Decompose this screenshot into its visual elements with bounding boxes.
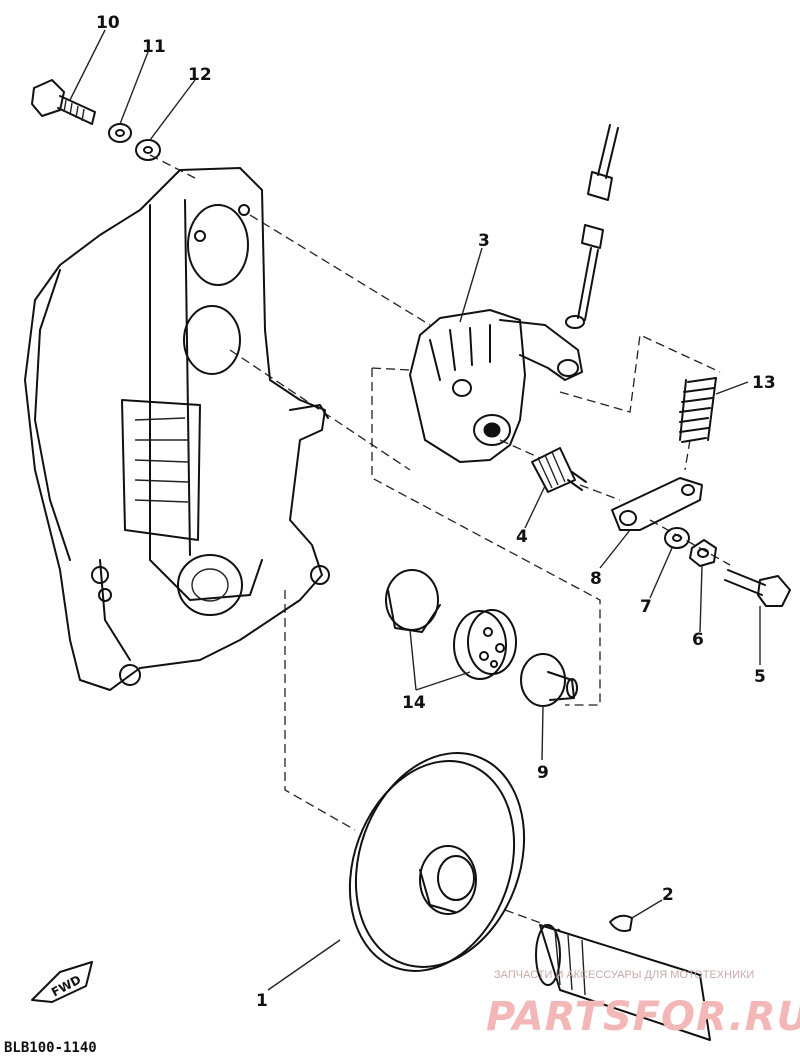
primary-sheave-1 — [348, 752, 526, 972]
assembly-reference-lines — [149, 154, 731, 931]
diagram-code: BLB100-1140 — [4, 1040, 97, 1056]
splined-shaft — [535, 924, 711, 1041]
callout-numbers: 1 2 3 4 5 6 7 8 9 10 11 12 13 14 — [96, 13, 776, 1011]
callout-2: 2 — [662, 885, 674, 905]
fwd-arrow: FWD — [31, 961, 93, 1003]
callout-8: 8 — [590, 569, 602, 589]
throttle-cable — [565, 124, 619, 329]
watermark-caption: ЗАПЧАСТИ И АКСЕССУАРЫ ДЛЯ МОТОТЕХНИКИ — [494, 969, 754, 981]
spring-13 — [679, 377, 717, 443]
watermark: ЗАПЧАСТИ И АКСЕССУАРЫ ДЛЯ МОТОТЕХНИКИ PA… — [486, 969, 800, 1040]
cap-14 — [385, 569, 441, 633]
callout-3: 3 — [478, 231, 490, 251]
lever-arm-8 — [611, 477, 703, 531]
callout-leaders — [69, 29, 761, 991]
callout-10: 10 — [96, 13, 120, 33]
callout-4: 4 — [516, 527, 528, 547]
crankcase-housing — [24, 167, 330, 691]
nut-6 — [689, 539, 717, 567]
bolt-5 — [724, 569, 791, 607]
callout-1: 1 — [256, 991, 268, 1011]
woodruff-key-2 — [609, 914, 633, 932]
callout-11: 11 — [142, 37, 166, 57]
worm-gear-4 — [531, 447, 587, 493]
flanged-shaft-9 — [520, 653, 578, 707]
callout-7: 7 — [640, 597, 652, 617]
callout-14: 14 — [402, 693, 426, 713]
callout-9: 9 — [537, 763, 549, 783]
watermark-brand: PARTSFOR.RU — [486, 994, 800, 1040]
callout-5: 5 — [754, 667, 766, 687]
washer-11 — [108, 123, 132, 143]
lever-housing-3 — [409, 309, 583, 463]
washer-12 — [135, 139, 161, 161]
callout-12: 12 — [188, 65, 212, 85]
washer-7 — [664, 527, 690, 549]
bolt-10-group — [31, 79, 96, 125]
callout-13: 13 — [752, 373, 776, 393]
callout-6: 6 — [692, 630, 704, 650]
disc-14 — [453, 609, 517, 680]
